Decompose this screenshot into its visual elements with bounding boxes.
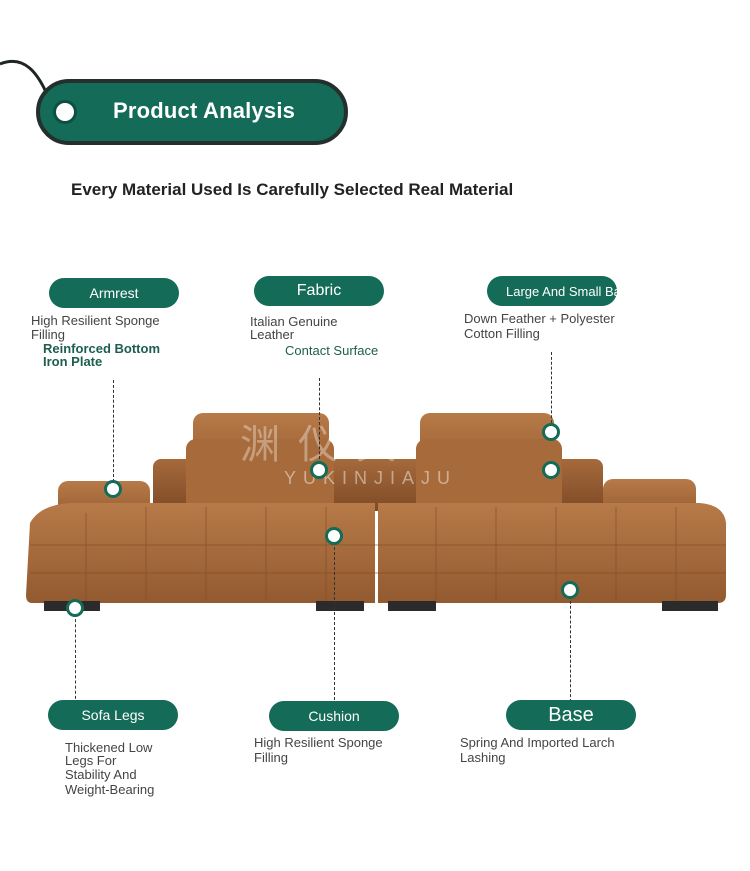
leader-base bbox=[570, 596, 571, 702]
label-armrest: Armrest bbox=[49, 278, 179, 308]
cushions-desc-2: Cotton Filling bbox=[464, 326, 540, 341]
hotspot-base[interactable] bbox=[561, 581, 579, 599]
hotspot-armrest[interactable] bbox=[104, 480, 122, 498]
watermark-chinese: 渊仪具 bbox=[240, 422, 414, 468]
sofa-image bbox=[26, 413, 726, 611]
armrest-extra-2: Iron Plate bbox=[43, 354, 103, 369]
leader-cushion bbox=[334, 542, 335, 700]
fabric-desc-2: Leather bbox=[250, 327, 295, 342]
leader-armrest bbox=[113, 380, 114, 482]
legs-desc-3: Stability And bbox=[65, 767, 137, 782]
legs-desc-4: Weight-Bearing bbox=[65, 782, 155, 797]
base-desc-1: Spring And Imported Larch bbox=[460, 735, 615, 750]
hotspot-cushion[interactable] bbox=[325, 527, 343, 545]
base-desc-2: Lashing bbox=[460, 750, 506, 765]
fabric-extra: Contact Surface bbox=[285, 343, 379, 358]
label-cushion: Cushion bbox=[269, 701, 399, 731]
legs-desc-1: Thickened Low bbox=[65, 740, 153, 755]
page-subtitle: Every Material Used Is Carefully Selecte… bbox=[71, 180, 514, 199]
label-sofa-legs: Sofa Legs bbox=[48, 700, 178, 730]
legs-desc-2: Legs For bbox=[65, 753, 117, 768]
armrest-desc-2: Filling bbox=[31, 327, 65, 342]
label-fabric: Fabric bbox=[254, 276, 384, 306]
cushions-desc-1: Down Feather + Polyester bbox=[464, 311, 615, 326]
leader-legs bbox=[75, 614, 76, 704]
hotspot-back-cushion-small[interactable] bbox=[542, 461, 560, 479]
armrest-extra-1: Reinforced Bottom bbox=[43, 341, 160, 356]
cushion-desc-2: Filling bbox=[254, 750, 288, 765]
leader-cushions bbox=[551, 352, 552, 428]
tag-hole-icon bbox=[53, 100, 77, 124]
hotspot-fabric[interactable] bbox=[310, 461, 328, 479]
armrest-desc-1: High Resilient Sponge bbox=[31, 313, 160, 328]
label-back-cushions-text: Large And Small Back Cushions bbox=[506, 283, 692, 299]
cushion-desc-1: High Resilient Sponge bbox=[254, 735, 383, 750]
hotspot-legs[interactable] bbox=[66, 599, 84, 617]
hotspot-back-cushion-large[interactable] bbox=[542, 423, 560, 441]
page-title: Product Analysis bbox=[113, 98, 296, 123]
fabric-desc-1: Italian Genuine bbox=[250, 314, 338, 329]
label-base: Base bbox=[506, 700, 636, 730]
product-analysis-tag bbox=[36, 79, 348, 145]
label-back-cushions: Large And Small Back Cushions bbox=[487, 276, 692, 306]
leader-fabric bbox=[319, 378, 320, 464]
